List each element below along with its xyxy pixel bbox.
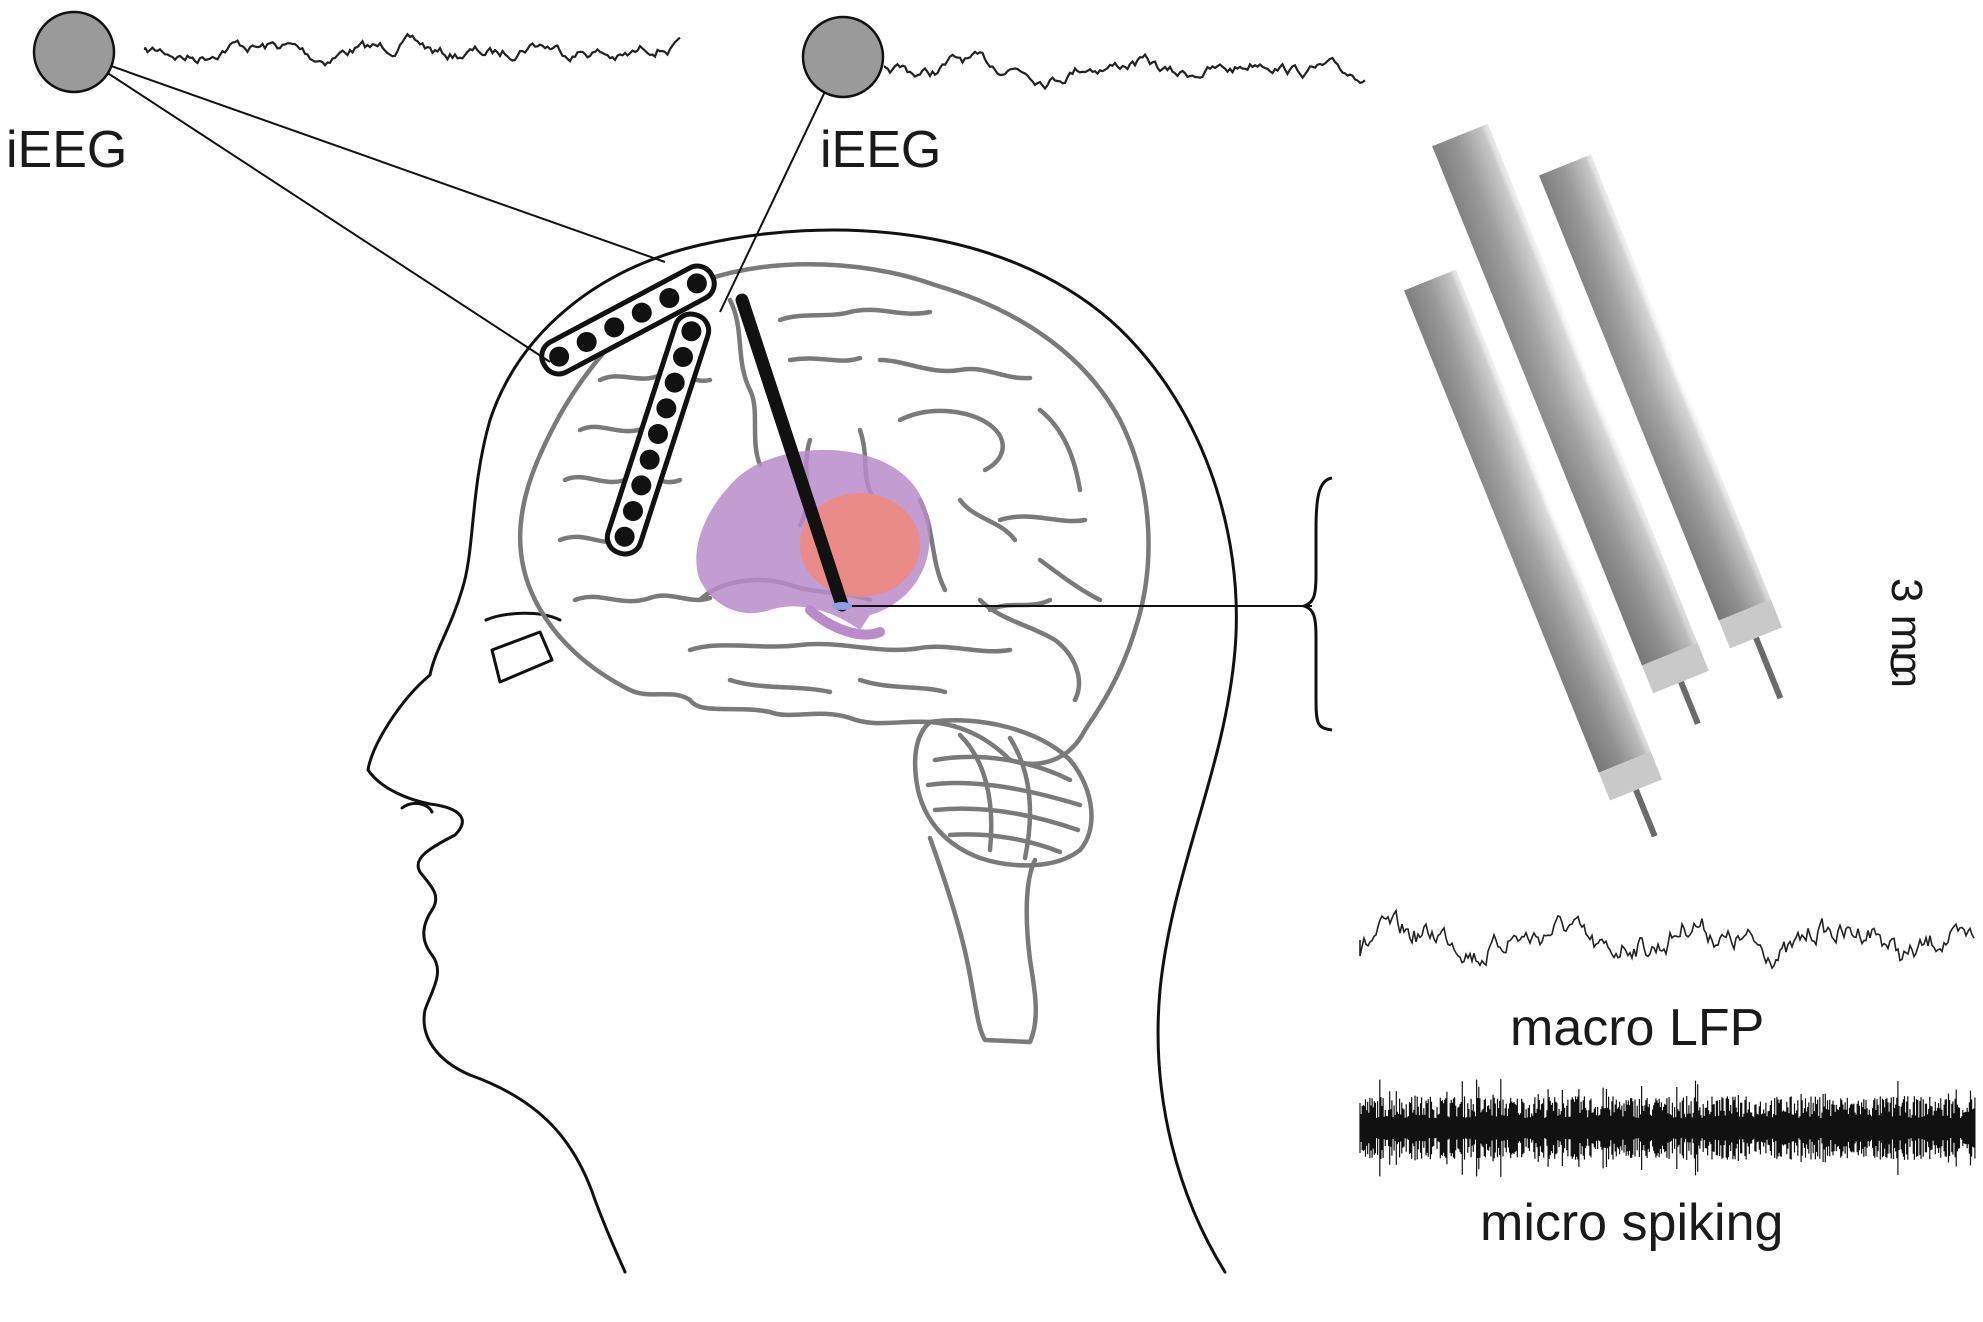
depth-electrode <box>735 293 849 612</box>
electrode-closeup <box>1404 123 1784 838</box>
ieeg-node-left <box>32 10 116 94</box>
electrode-contact <box>639 449 660 470</box>
scale-label: 3 mm <box>1882 578 1931 688</box>
electrode-contact <box>659 288 680 309</box>
macro-lfp-label: macro LFP <box>1510 999 1764 1057</box>
electrode-shaft-back-left <box>1404 269 1662 838</box>
ieeg-trace-right <box>883 50 1366 91</box>
electrode-contact <box>648 424 668 444</box>
scale-bar: 3 mm <box>1882 578 1931 688</box>
macro-lfp-trace <box>1359 908 1975 970</box>
electrode-contact <box>656 398 677 419</box>
electrode-shaft-back-right <box>1539 154 1784 700</box>
ieeg-label-right: iEEG <box>820 121 941 179</box>
ieeg-label-left: iEEG <box>6 121 127 179</box>
eye-icon <box>490 630 554 684</box>
electrode-contact <box>673 346 694 367</box>
electrode-contact <box>681 321 702 342</box>
strip-electrode-side <box>604 311 712 557</box>
zoom-brace <box>1298 476 1333 732</box>
electrode-shaft-front <box>1432 123 1709 725</box>
ieeg-trace-left <box>143 32 681 67</box>
head-outline <box>366 228 1238 1274</box>
electrode-contact <box>622 501 643 522</box>
electrode-contact <box>631 302 652 323</box>
micro-spiking-label: micro spiking <box>1480 1194 1783 1252</box>
micro-spiking-trace <box>1359 1079 1976 1177</box>
brain-outline <box>518 261 1151 1045</box>
electrode-contact <box>549 346 570 367</box>
electrode-contact <box>604 317 625 338</box>
electrode-contact <box>614 526 635 547</box>
connector-lines <box>79 54 1312 607</box>
electrode-contact <box>576 331 597 352</box>
recording-site-marker <box>832 602 852 610</box>
electrode-contact <box>686 273 707 294</box>
strip-electrode-top <box>539 263 717 377</box>
electrode-contact <box>664 372 685 393</box>
electrode-contact <box>631 475 652 496</box>
ieeg-node-right <box>801 15 885 99</box>
